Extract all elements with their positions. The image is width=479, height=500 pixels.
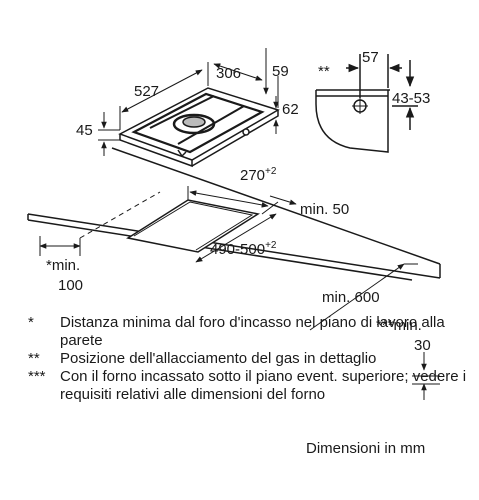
footnote-text: Distanza minima dal foro d'incasso nel p… xyxy=(60,314,445,349)
units-caption: Dimensioni in mm xyxy=(306,440,426,457)
front-clearance-label: min. 600 xyxy=(322,289,380,306)
worktop-dimension-lines xyxy=(39,186,440,400)
hob-right-offset-label: 59 xyxy=(272,63,289,80)
footnote: * Distanza minima dal foro d'incasso nel… xyxy=(28,314,468,350)
hob-dimension-lines xyxy=(98,48,279,156)
footnote-text: Con il forno incassato sotto il piano ev… xyxy=(60,368,467,403)
gas-detail-mark: ** xyxy=(318,63,330,80)
side-clearance-line1: *min. xyxy=(46,257,80,274)
footnote-text: Posizione dell'allacciamento del gas in … xyxy=(60,350,377,367)
side-clearance-line2: 100 xyxy=(58,277,83,294)
gas-detail-height-label: 43-53 xyxy=(392,90,430,107)
footnotes: * Distanza minima dal foro d'incasso nel… xyxy=(28,314,468,404)
hob-height-left-label: 45 xyxy=(76,122,93,139)
footnote: ** Posizione dell'allacciamento del gas … xyxy=(28,350,468,368)
gas-detail-width-label: 57 xyxy=(362,49,379,66)
footnote-mark: *** xyxy=(28,368,46,385)
wall-clearance-line2: 30 xyxy=(414,337,431,354)
cutout-depth-label: 270+2 xyxy=(240,166,277,184)
cutout-width-label: 490-500+2 xyxy=(210,240,277,258)
hob-depth-label: 527 xyxy=(134,83,159,100)
gas-connection-detail xyxy=(315,54,418,153)
footnote-mark: ** xyxy=(28,350,40,367)
wall-clearance-line1: ***min. xyxy=(376,317,422,334)
footnote: *** Con il forno incassato sotto il pian… xyxy=(28,368,468,404)
hob-width-label: 306 xyxy=(216,65,241,82)
footnote-mark: * xyxy=(28,314,34,331)
hob-height-right-label: 62 xyxy=(282,101,299,118)
back-clearance-label: min. 50 xyxy=(300,201,349,218)
worktop-drawing xyxy=(27,147,441,281)
